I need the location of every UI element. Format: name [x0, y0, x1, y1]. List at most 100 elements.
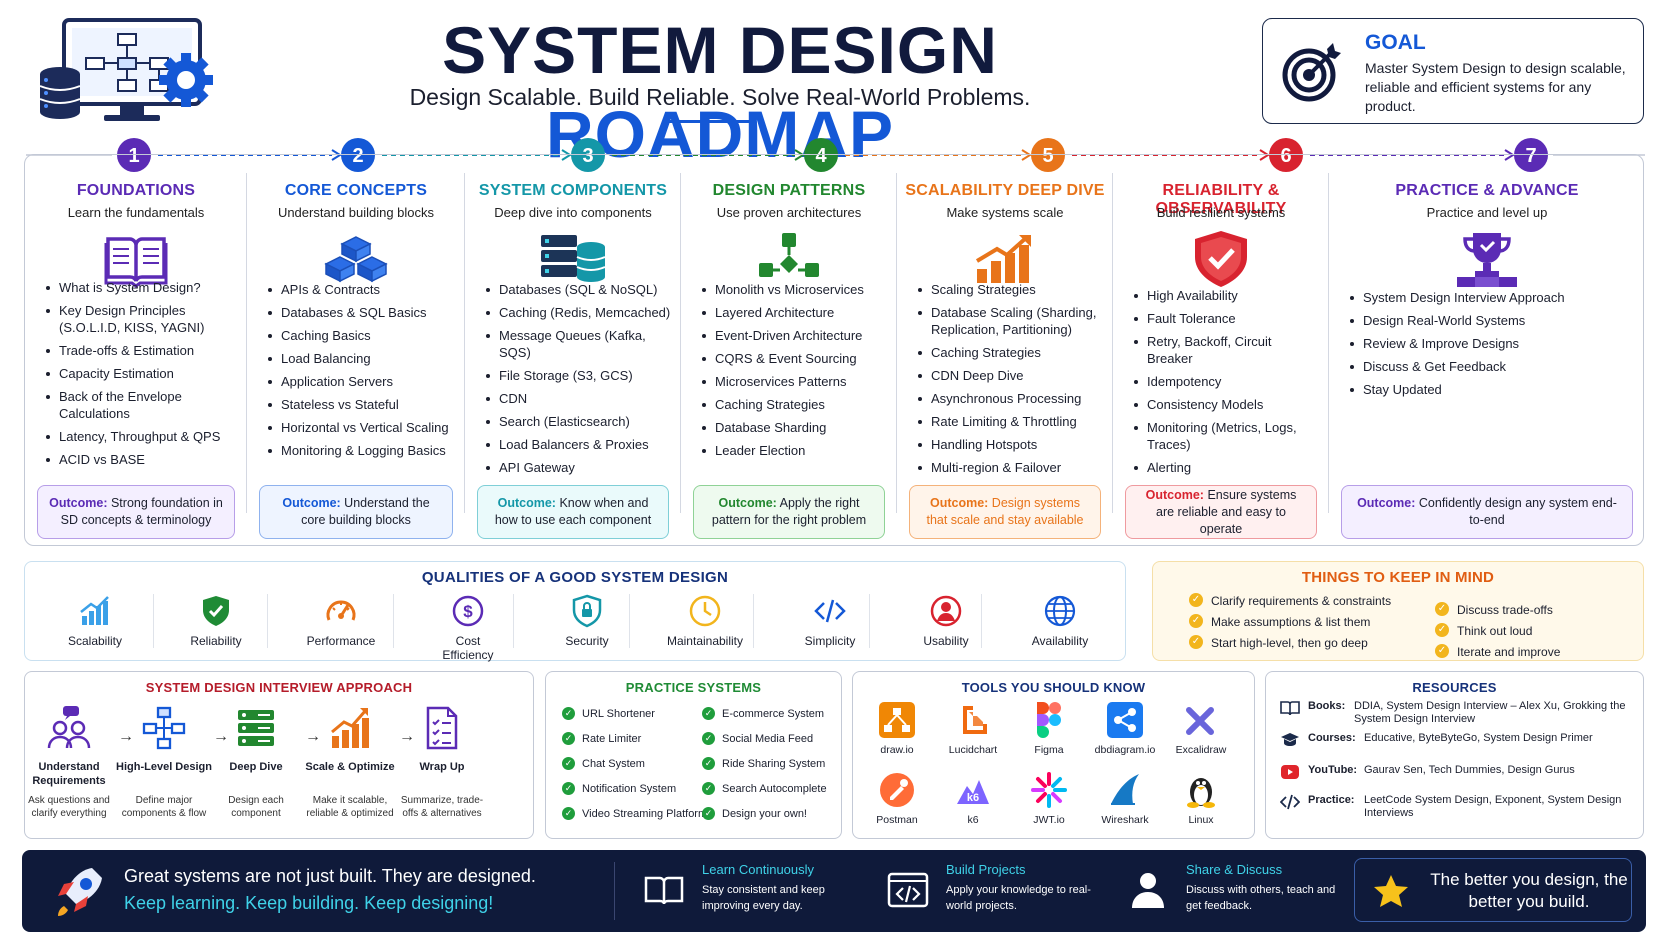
- postman-icon: [880, 773, 914, 807]
- keep-in-mind-item: Discuss trade-offs: [1435, 602, 1560, 617]
- youtube-icon: [1281, 765, 1299, 779]
- outcome-label: Outcome:: [1145, 487, 1204, 502]
- tool-name: Postman: [876, 814, 918, 826]
- step-circle-1: [117, 138, 151, 172]
- interview-approach-title: SYSTEM DESIGN INTERVIEW APPROACH: [145, 680, 413, 695]
- footer-share-desc: Discuss with others, teach and get feedb…: [1186, 884, 1336, 912]
- footer-slogan: The better you design, the better you bu…: [1430, 870, 1628, 911]
- k6-glyph: k6: [967, 792, 979, 804]
- drawio-icon: [879, 702, 915, 738]
- resources-title: RESOURCES: [1412, 680, 1497, 695]
- outcome-label: Outcome:: [929, 496, 989, 510]
- stage-topic: Asynchronous Processing: [917, 390, 1103, 407]
- stage-topic: Discuss & Get Feedback: [1349, 358, 1635, 375]
- quality-item: Availability: [1005, 594, 1115, 648]
- stage-topic: High Availability: [1133, 287, 1319, 304]
- interview-step-desc: Ask questions and clarify everything: [28, 795, 110, 819]
- tool-item: JWT.io: [1009, 772, 1089, 826]
- stage-topic: Stay Updated: [1349, 381, 1635, 398]
- stage-divider: [1328, 173, 1329, 513]
- stage-title: SCALABILITY DEEP DIVE: [905, 182, 1105, 199]
- tool-name: Figma: [1034, 744, 1064, 756]
- footer-build-desc: Apply your knowledge to real-world proje…: [946, 884, 1091, 912]
- stage-outcome: Outcome: Ensure systems are reliable and…: [1125, 485, 1317, 539]
- practice-system-item: Ride Sharing System: [702, 757, 827, 771]
- stage-outcome: Outcome: Understand the core building bl…: [259, 485, 453, 539]
- tool-item: Wireshark: [1085, 772, 1165, 826]
- interview-step-desc: Make it scalable, reliable & optimized: [306, 795, 394, 819]
- tool-item: draw.io: [857, 702, 937, 756]
- stage-topic: Search (Elasticsearch): [485, 413, 671, 430]
- quality-label: Maintainability: [666, 634, 744, 648]
- tool-name: Wireshark: [1101, 814, 1149, 826]
- hierarchy-diagram-icon: [142, 706, 186, 750]
- outcome-label: Outcome:: [49, 496, 108, 510]
- monitor-diagram-illustration: [39, 18, 213, 121]
- footer-divider: [614, 862, 615, 920]
- stage-title: SYSTEM COMPONENTS: [478, 182, 668, 199]
- tool-name: Excalidraw: [1175, 744, 1227, 756]
- outcome-label: Outcome:: [497, 496, 556, 510]
- quality-divider: [629, 594, 630, 648]
- interview-step-name: Deep Dive: [229, 761, 283, 773]
- tool-name: k6: [967, 814, 979, 826]
- quality-item: $Cost Efficiency: [413, 594, 523, 662]
- interview-step-name: Scale & Optimize: [305, 761, 395, 773]
- keep-in-mind-item: Clarify requirements & constraints: [1189, 593, 1391, 608]
- stage-subtitle: Learn the fundamentals: [67, 205, 205, 220]
- stage-topic: Handling Hotspots: [917, 436, 1103, 453]
- stage-topic: CDN: [485, 390, 671, 407]
- step-number: 4: [815, 145, 827, 167]
- quality-item: Security: [532, 594, 642, 648]
- stage-title: FOUNDATIONS: [76, 182, 196, 199]
- resource-item: Courses:Educative, ByteByteGo, System De…: [1280, 732, 1635, 760]
- outcome-text: Ensure systems are reliable and easy to …: [1156, 487, 1297, 536]
- practice-left-list: URL ShortenerRate LimiterChat SystemNoti…: [562, 707, 707, 833]
- interview-step-desc: Summarize, trade-offs & alternatives: [400, 795, 484, 819]
- resource-item: Practice:LeetCode System Design, Exponen…: [1280, 794, 1635, 822]
- keep-in-mind-item: Make assumptions & list them: [1189, 614, 1391, 629]
- practice-system-item: Social Media Feed: [702, 732, 827, 746]
- quality-divider: [153, 594, 154, 648]
- code-window-icon: [887, 872, 929, 908]
- lucidchart-icon: [963, 706, 987, 734]
- interview-step-arrow: →: [118, 728, 134, 745]
- interview-step-name: Understand Requirements: [32, 761, 106, 787]
- stage-topic: Scaling Strategies: [917, 281, 1103, 298]
- practice-systems-panel: PRACTICE SYSTEMS URL ShortenerRate Limit…: [545, 671, 842, 839]
- tool-name: JWT.io: [1033, 814, 1065, 826]
- stage-topic: Caching Strategies: [701, 396, 887, 413]
- stage-topic: Design Real-World Systems: [1349, 312, 1635, 329]
- stage-topic: CDN Deep Dive: [917, 367, 1103, 384]
- stage-subtitle: Practice and level up: [1426, 205, 1548, 220]
- page-title: SYSTEM DESIGN ROADMAP: [270, 8, 1170, 176]
- stage-topic: ACID vs BASE: [45, 451, 237, 468]
- outcome-label: Outcome:: [718, 496, 777, 510]
- tool-item: Excalidraw: [1161, 702, 1241, 756]
- tool-item: Lucidchart: [933, 702, 1013, 756]
- usability-icon: [930, 595, 962, 627]
- stage-outcome-content: Outcome: Confidently design any system e…: [1352, 495, 1622, 529]
- stage-topic: Databases & SQL Basics: [267, 304, 455, 321]
- stage-title: DESIGN PATTERNS: [712, 182, 866, 199]
- stage-topic: Retry, Backoff, Circuit Breaker: [1133, 333, 1319, 367]
- excalidraw-icon: [1186, 707, 1214, 735]
- tool-name: dbdiagram.io: [1094, 744, 1156, 756]
- stage-topic: Review & Improve Designs: [1349, 335, 1635, 352]
- quality-item: Reliability: [161, 594, 271, 648]
- stage-subtitle: Use proven architectures: [716, 205, 862, 220]
- practice-system-item: Notification System: [562, 782, 707, 796]
- stage-topic: Microservices Patterns: [701, 373, 887, 390]
- interview-step-arrow: →: [305, 728, 321, 745]
- stage-topic: Leader Election: [701, 442, 887, 459]
- team-discussion-icon: [47, 706, 91, 749]
- step-number: 5: [1042, 145, 1053, 167]
- stage-6-icon: [1195, 231, 1247, 287]
- quality-item: Simplicity: [775, 594, 885, 648]
- tool-name: Linux: [1188, 814, 1214, 826]
